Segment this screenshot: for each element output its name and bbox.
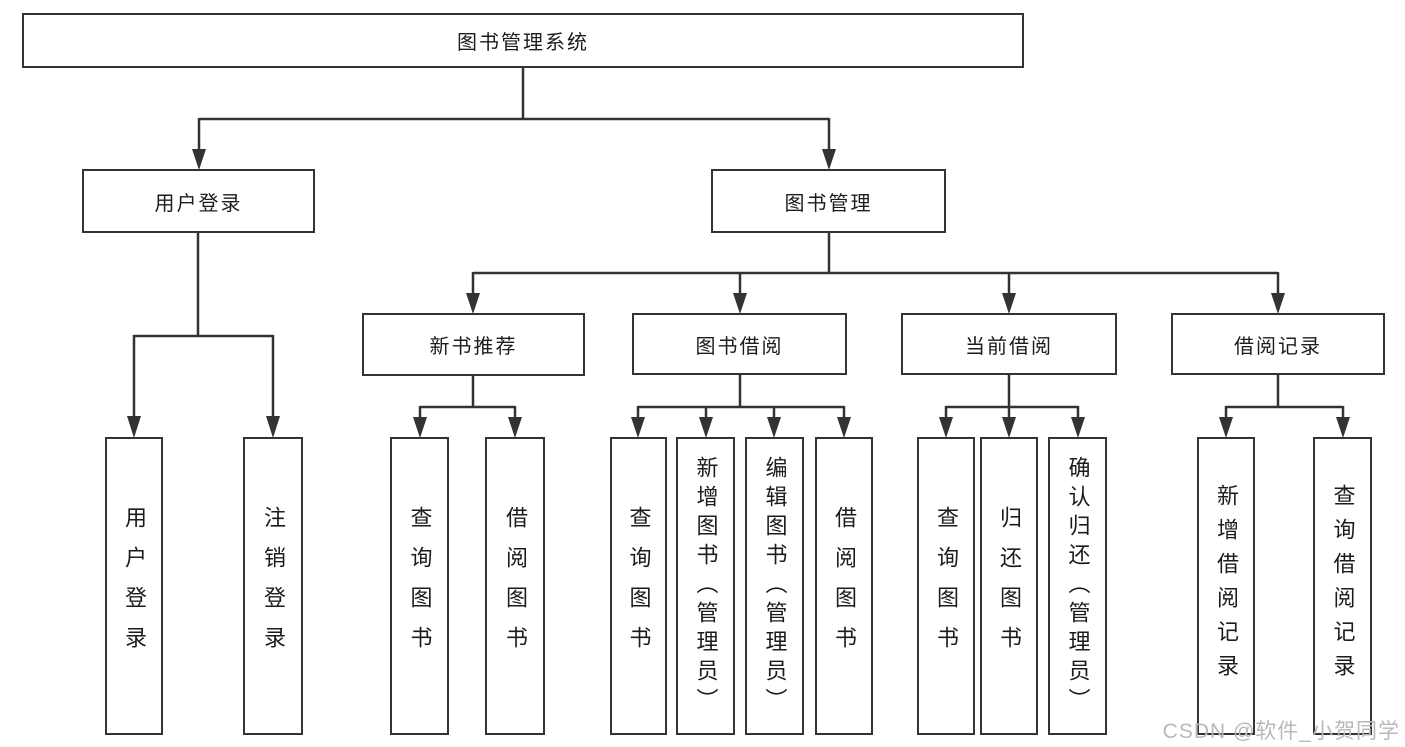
arrowhead <box>1002 293 1016 314</box>
arrowhead <box>1071 417 1085 438</box>
connector-user-login-group <box>132 233 275 417</box>
leaf-current-return-books: 归还图书 <box>980 437 1038 735</box>
arrowhead <box>508 417 522 438</box>
node-user-login: 用户登录 <box>82 169 315 233</box>
arrowhead <box>822 149 836 170</box>
connector-new-book-group <box>418 376 517 419</box>
connector-book-borrow-group <box>636 375 846 419</box>
leaf-user-login: 用户登录 <box>105 437 163 735</box>
connector-borrow-records-group <box>1224 375 1345 419</box>
arrowhead <box>1002 417 1016 438</box>
arrowhead <box>192 149 206 170</box>
arrowhead <box>266 416 280 438</box>
arrowhead <box>466 293 480 314</box>
leaf-newbook-query-books: 查询图书 <box>390 437 449 735</box>
node-new-book-recommend: 新书推荐 <box>362 313 585 376</box>
connector-root-to-level2 <box>197 68 831 151</box>
leaf-records-add-record: 新增借阅记录 <box>1197 437 1255 735</box>
connector-current-borrow-group <box>944 375 1080 419</box>
leaf-current-confirm-return-admin: 确认归还（管理员） <box>1048 437 1107 735</box>
arrowhead <box>1336 417 1350 438</box>
connector-book-management-group <box>471 233 1280 294</box>
arrowhead <box>127 416 141 438</box>
leaf-borrow-borrow-books: 借阅图书 <box>815 437 873 735</box>
arrowhead <box>699 417 713 438</box>
arrowhead <box>837 417 851 438</box>
leaf-current-query-books: 查询图书 <box>917 437 975 735</box>
arrowhead <box>413 417 427 438</box>
arrowhead <box>733 293 747 314</box>
leaf-newbook-borrow-books: 借阅图书 <box>485 437 545 735</box>
leaf-borrow-edit-books-admin: 编辑图书（管理员） <box>745 437 804 735</box>
node-library-management-system: 图书管理系统 <box>22 13 1024 68</box>
node-book-borrowing: 图书借阅 <box>632 313 847 375</box>
node-current-borrowing: 当前借阅 <box>901 313 1117 375</box>
arrowhead <box>631 417 645 438</box>
arrowhead <box>1219 417 1233 438</box>
csdn-watermark: CSDN @软件_小贺同学 <box>1162 720 1400 743</box>
arrowhead <box>767 417 781 438</box>
node-borrowing-records: 借阅记录 <box>1171 313 1385 375</box>
leaf-logout: 注销登录 <box>243 437 303 735</box>
arrowhead <box>1271 293 1285 314</box>
leaf-borrow-query-books: 查询图书 <box>610 437 667 735</box>
leaf-records-query-record: 查询借阅记录 <box>1313 437 1372 735</box>
arrowhead <box>939 417 953 438</box>
leaf-borrow-add-books-admin: 新增图书（管理员） <box>676 437 735 735</box>
node-book-management: 图书管理 <box>711 169 946 233</box>
